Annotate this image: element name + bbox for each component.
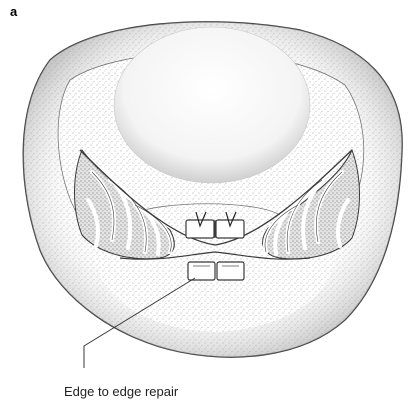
- valve-orifice: [114, 27, 310, 183]
- edge-to-edge-repair-label: Edge to edge repair: [64, 384, 178, 399]
- panel-letter: a: [10, 4, 17, 19]
